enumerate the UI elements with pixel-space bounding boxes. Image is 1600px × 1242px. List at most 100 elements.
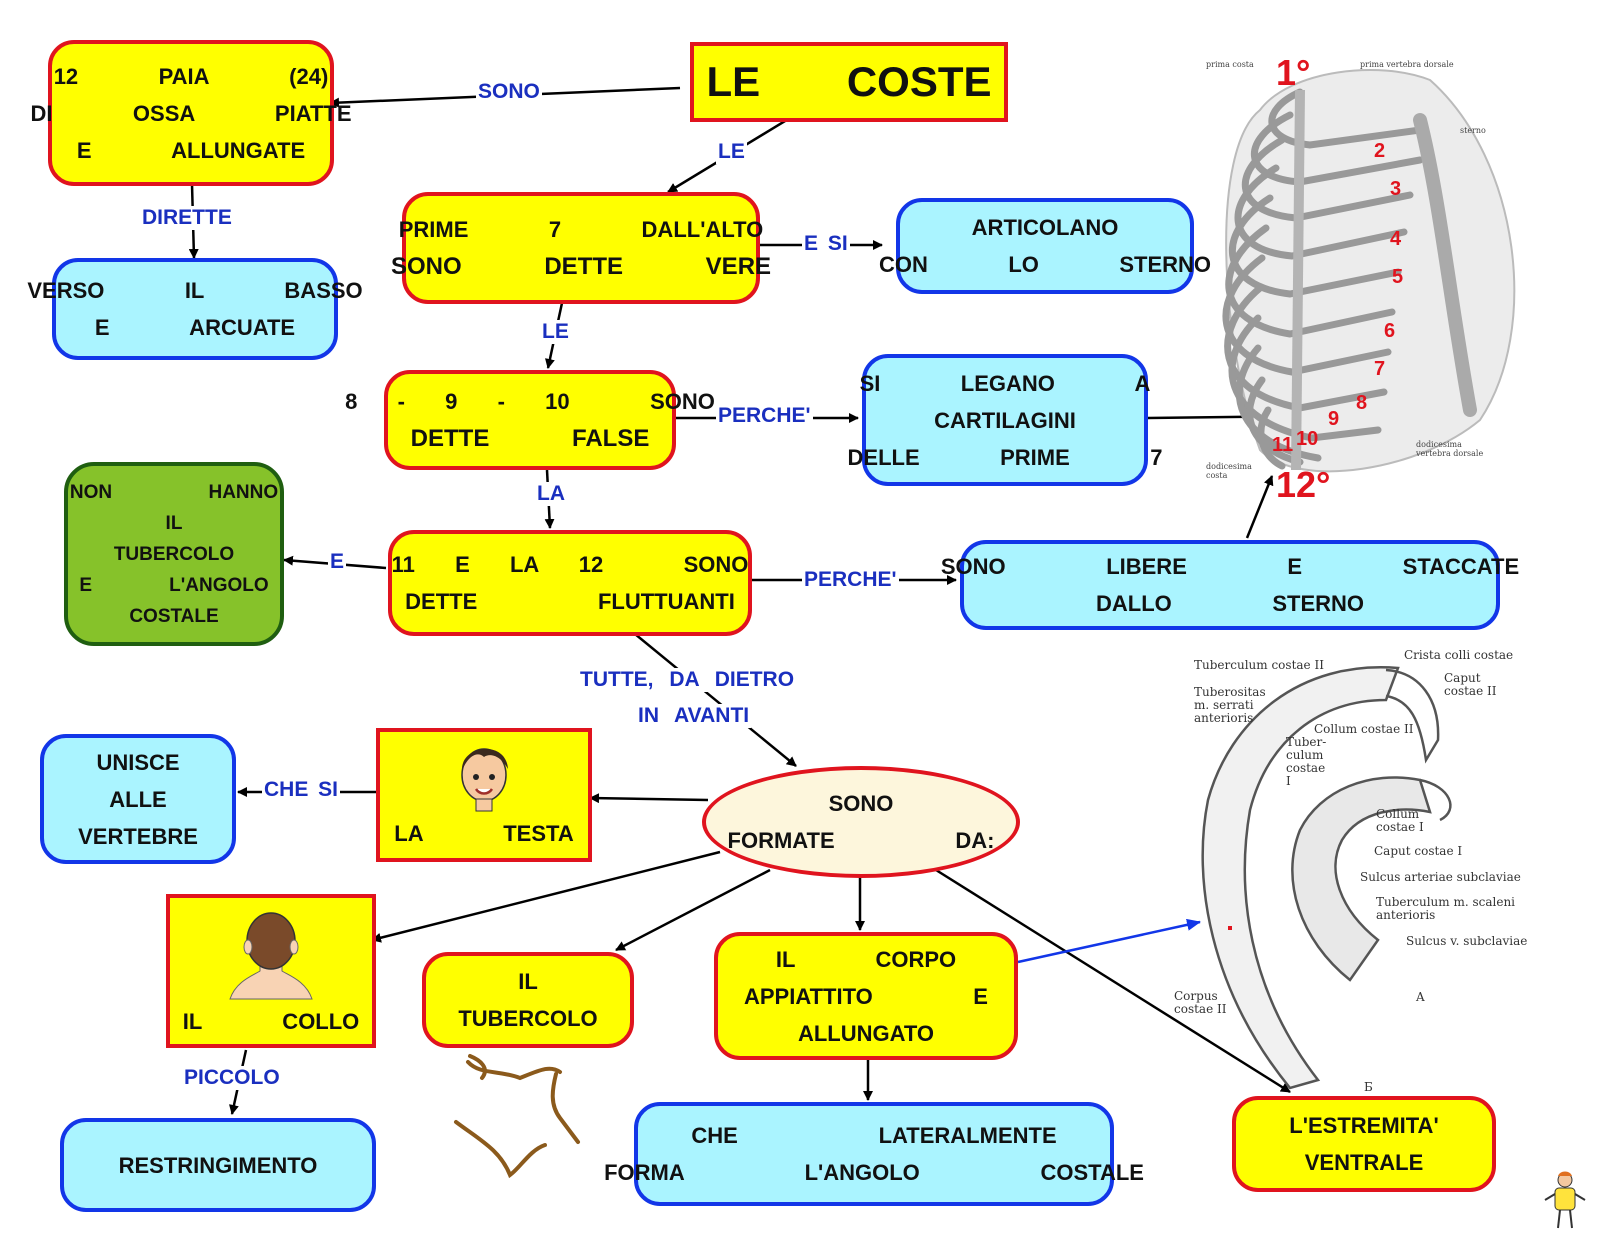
anatomy-label: Tuber- culum costae I [1286, 735, 1327, 788]
node-text: DALLO STERNO [1096, 591, 1364, 616]
rib-number: 3 [1390, 178, 1402, 200]
node-text: CHE LATERALMENTE [691, 1123, 1057, 1148]
node-text: ARTICOLANO [971, 215, 1119, 240]
node-text: COSTALE [129, 605, 219, 627]
anatomy-label: dodicesima costa [1206, 462, 1252, 480]
anatomy-label: Б [1364, 1080, 1373, 1094]
mascot-icon [1544, 1171, 1586, 1229]
anatomy-label: Crista colli costae [1404, 648, 1514, 662]
link-label: IN AVANTI [636, 704, 752, 728]
node-collo: IL COLLO [166, 894, 376, 1048]
anatomy-label: Tuberculum costae II [1194, 658, 1324, 672]
node-text: E ARCUATE [94, 315, 296, 340]
node-formate: SONO FORMATE DA: [702, 766, 1020, 878]
node-text: RESTRINGIMENTO [118, 1152, 318, 1178]
anatomy-label: Tuberculum m. scaleni anterioris [1376, 895, 1516, 922]
anatomy-label: prima vertebra dorsale [1360, 60, 1454, 69]
node-libere: SONO LIBERE E STACCATE DALLO STERNO [941, 540, 1519, 630]
anatomy-label: sterno [1460, 126, 1486, 135]
node-fluttuanti: 11 E LA 12 SONO DETTE FLUTTUANTI [388, 530, 752, 636]
node-paia: 12 PAIA (24) DI OSSA PIATTE E ALLUNGATE [30, 40, 352, 186]
node-text: E L'ANGOLO [79, 574, 269, 596]
neck-icon [229, 912, 313, 1000]
link-label: E [328, 550, 347, 574]
node-corpo: IL CORPO APPIATTITO E ALLUNGATO [714, 932, 1018, 1060]
rib-number: 7 [1374, 358, 1386, 380]
node-text: SONO [828, 791, 894, 816]
node-text: UNISCE [96, 749, 180, 775]
node-text: IL COLLO [182, 1009, 360, 1034]
node-text: 12 PAIA (24) [53, 63, 329, 89]
anatomy-label: Collum costae I [1376, 807, 1424, 834]
node-text: VENTRALE [1304, 1150, 1424, 1175]
node-verso: VERSO IL BASSO E ARCUATE [27, 258, 363, 360]
tubercle-sketch [454, 1054, 580, 1179]
rib-cage-illustration [1222, 69, 1516, 473]
anatomy-label: Sulcus arteriae subclaviae [1360, 870, 1521, 884]
link-label: E SI [802, 232, 850, 256]
node-text: ALLUNGATO [797, 1020, 935, 1046]
node-text: ALLE [109, 786, 167, 812]
node-articolano: ARTICOLANO CON LO STERNO [879, 198, 1211, 294]
rib-number: 4 [1390, 228, 1402, 250]
link-label: LA [535, 482, 567, 506]
link-label: PERCHE' [802, 568, 899, 592]
node-text: SONO LIBERE E STACCATE [940, 554, 1520, 579]
node-text: SONO DETTE VERE [390, 253, 772, 280]
anatomy-label: Caput costae II [1444, 671, 1497, 698]
node-text: 8 - 9 - 10 SONO [345, 389, 715, 414]
rib-number-first: 1° [1276, 52, 1311, 93]
link-label: SONO [476, 80, 542, 104]
link-label: LE [716, 140, 747, 164]
node-text: IL [518, 969, 538, 994]
anatomy-label: A [1416, 990, 1425, 1004]
node-text: LA TESTA [394, 821, 574, 846]
node-restringimento: RESTRINGIMENTO [60, 1118, 376, 1212]
page-title: LE COSTE [706, 58, 992, 105]
link-label: LE [540, 320, 571, 344]
rib-number: 2 [1374, 140, 1386, 162]
node-text: CARTILAGINI [934, 407, 1076, 433]
face-icon [461, 748, 508, 812]
link-label: PERCHE' [716, 404, 813, 428]
node-text: FORMATE DA: [727, 828, 995, 853]
node-prime7: PRIME 7 DALL'ALTO SONO DETTE VERE [391, 192, 771, 304]
anatomy-label: dodicesima vertebra dorsale [1416, 440, 1484, 458]
node-false: 8 - 9 - 10 SONO DETTE FALSE [345, 370, 715, 470]
anatomy-label: prima costa [1206, 60, 1254, 69]
anatomy-label: Caput costae I [1374, 844, 1463, 858]
link-label: PICCOLO [182, 1066, 282, 1090]
title-box: LE COSTE [690, 42, 1008, 122]
anatomy-label: Corpus costae II [1174, 989, 1227, 1016]
node-legano: SI LEGANO A CARTILAGINI DELLE PRIME 7 [848, 354, 1162, 486]
node-text: SI LEGANO A [859, 370, 1151, 396]
anatomy-label: Sulcus v. subclaviae [1406, 934, 1528, 948]
node-text: IL CORPO [775, 946, 957, 972]
node-text: DETTE FALSE [410, 425, 650, 452]
rib-number: 9 [1328, 408, 1340, 430]
node-testa: LA TESTA [376, 728, 592, 862]
node-estremita: L'ESTREMITA' VENTRALE [1232, 1096, 1496, 1192]
node-text: CON LO STERNO [879, 252, 1212, 277]
node-text: VERSO IL BASSO [27, 278, 363, 303]
node-nonhanno: NON HANNO IL TUBERCOLO E L'ANGOLO COSTAL… [64, 462, 284, 646]
link-label: TUTTE, DA DIETRO [578, 668, 797, 692]
node-text: IL [165, 512, 183, 534]
node-text: TUBERCOLO [458, 1006, 598, 1031]
rib-number: 5 [1392, 266, 1404, 288]
rib-number-last: 12° [1276, 464, 1331, 505]
node-text: NON HANNO [69, 481, 279, 503]
node-text: FORMA L'ANGOLO COSTALE [604, 1160, 1144, 1185]
rib-number: 6 [1384, 320, 1396, 342]
node-text: VERTEBRE [78, 823, 198, 849]
rib-detail-illustration [1201, 666, 1452, 1090]
node-text: L'ESTREMITA' [1289, 1113, 1439, 1138]
node-lateralmente: CHE LATERALMENTE FORMA L'ANGOLO COSTALE [604, 1102, 1144, 1206]
link-label: CHE SI [262, 778, 341, 802]
node-text: APPIATTITO E [744, 983, 988, 1009]
anatomy-label: Tuberositas m. serrati anterioris [1194, 685, 1266, 725]
node-tubercolo: IL TUBERCOLO [422, 952, 634, 1048]
rib-number: 10 [1296, 428, 1319, 450]
anatomy-label: Collum costae II [1314, 722, 1414, 736]
